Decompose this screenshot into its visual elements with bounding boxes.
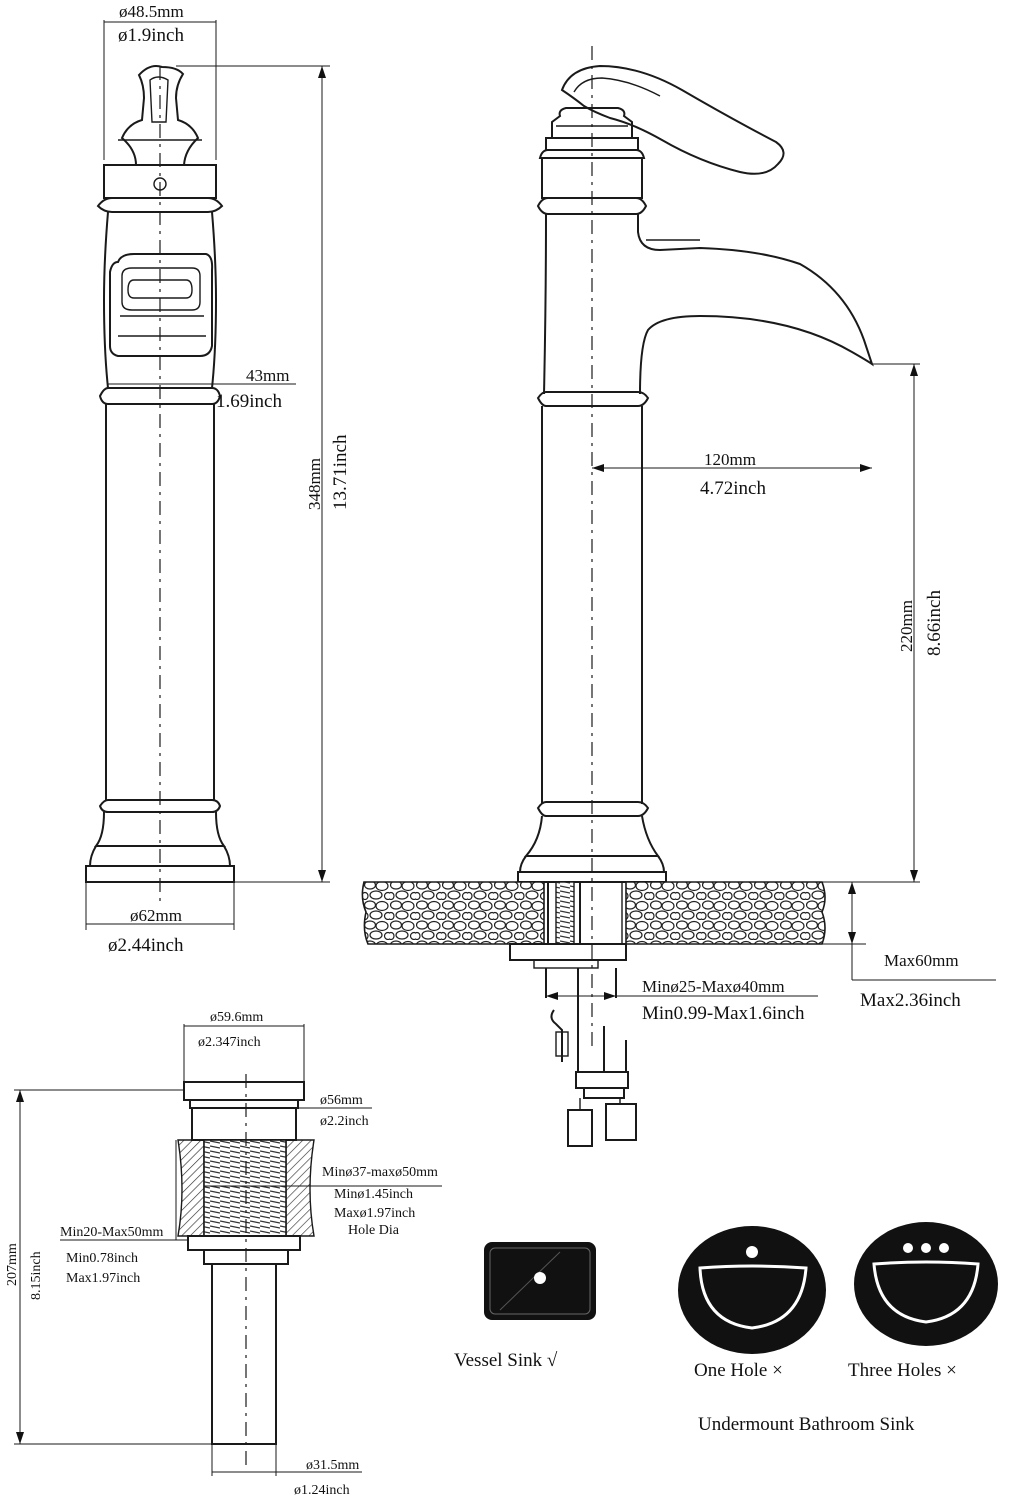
drain-flange-in: ø2.2inch	[320, 1114, 369, 1129]
front-top-dia-mm: ø48.5mm	[119, 2, 184, 21]
side-dimensions: 120mm 4.72inch 220mm 8.66inch Max60mm Ma…	[546, 363, 996, 1024]
front-height-in: 13.71inch	[330, 434, 351, 510]
side-hole-in: Min0.99-Max1.6inch	[642, 1003, 805, 1024]
drain-tail-in: ø1.24inch	[294, 1483, 350, 1498]
side-deck-max-in: Max2.36inch	[860, 990, 961, 1011]
drain-hole-mm: Minø37-maxø50mm	[322, 1165, 438, 1180]
one-hole-label: One Hole ×	[694, 1360, 783, 1381]
front-base-dia-mm: ø62mm	[130, 906, 182, 925]
three-holes-label: Three Holes ×	[848, 1360, 957, 1381]
drain-cap-dia-mm: ø59.6mm	[210, 1010, 263, 1025]
drain-flange-mm: ø56mm	[320, 1093, 363, 1108]
front-body-w-mm: 43mm	[246, 366, 289, 385]
side-reach-in: 4.72inch	[700, 478, 766, 499]
drain-height-mm: 207mm	[5, 1243, 20, 1286]
faucet-side-view	[517, 46, 874, 1050]
one-hole-sink-icon	[678, 1226, 826, 1354]
drain-thick-min-in: Min0.78inch	[66, 1251, 138, 1266]
side-hole-mm: Minø25-Maxø40mm	[642, 977, 785, 996]
side-spout-h-mm: 220mm	[897, 600, 916, 652]
front-base-dia-in: ø2.44inch	[108, 935, 184, 956]
drain-dimensions: ø59.6mm ø2.347inch ø56mm ø2.2inch Minø37…	[5, 1010, 442, 1498]
vessel-sink-icon	[484, 1242, 596, 1320]
front-height-mm: 348mm	[305, 458, 324, 510]
side-spout-h-in: 8.66inch	[924, 590, 945, 656]
drain-hole-min-in: Minø1.45inch	[334, 1187, 413, 1202]
drain-cap-dia-in: ø2.347inch	[198, 1035, 261, 1050]
faucet-front-view	[85, 65, 235, 905]
drain-height-in: 8.15inch	[29, 1251, 44, 1300]
front-body-w-in: 1.69inch	[216, 391, 282, 412]
undermount-caption: Undermount Bathroom Sink	[698, 1414, 915, 1435]
side-deck-max-mm: Max60mm	[884, 951, 959, 970]
front-dimensions: ø48.5mm ø1.9inch 43mm 1.69inch 348mm 13.…	[85, 2, 351, 956]
drain-hole-max-in: Maxø1.97inch	[334, 1206, 415, 1221]
vessel-sink-label: Vessel Sink √	[454, 1350, 558, 1371]
side-reach-mm: 120mm	[704, 450, 756, 469]
drain-thick-max-in: Max1.97inch	[66, 1271, 140, 1286]
drain-thick-mm: Min20-Max50mm	[60, 1225, 164, 1240]
pop-up-drain	[177, 1074, 315, 1466]
three-holes-sink-icon	[854, 1222, 998, 1346]
front-top-dia-in: ø1.9inch	[118, 25, 184, 46]
drain-tail-mm: ø31.5mm	[306, 1458, 359, 1473]
drain-hole-dia: Hole Dia	[348, 1223, 400, 1238]
countertop-section	[361, 881, 826, 1147]
